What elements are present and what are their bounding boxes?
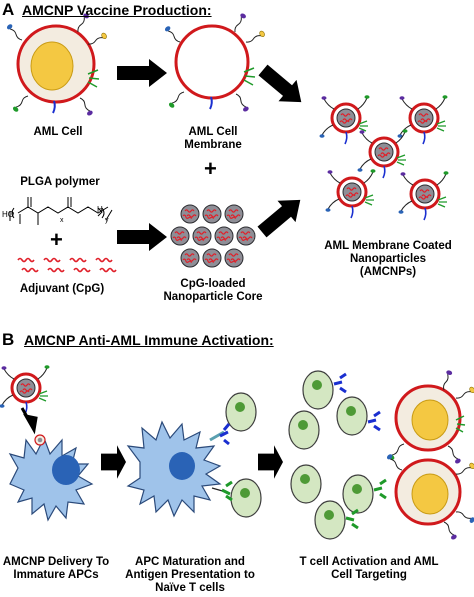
cpg-adjuvant	[17, 257, 117, 273]
panel-b	[0, 365, 474, 541]
apc-mature	[126, 420, 227, 518]
tcr-blue-2	[333, 372, 347, 394]
arrow-cell-to-membrane	[117, 59, 167, 87]
arrow-to-core	[117, 223, 167, 251]
tcr-green-1	[221, 480, 233, 502]
arrow-step-1	[101, 445, 126, 479]
active-tcell-2	[288, 410, 320, 450]
arrow-core-to-amcnp	[253, 189, 310, 243]
active-tcell-1	[302, 370, 334, 410]
nanoparticle-core	[171, 205, 255, 267]
tcr-green-2	[373, 478, 387, 500]
aml-cell	[5, 12, 108, 117]
aml-membrane	[163, 12, 266, 113]
naive-tcell-1	[225, 392, 257, 432]
panel-a-title: AMCNP Vaccine Production:	[22, 2, 212, 18]
panel-a-letter: A	[2, 0, 15, 19]
aml-membrane-label: AML Cell Membrane	[184, 126, 242, 151]
plga-label: PLGA polymer	[20, 176, 100, 188]
adjuvant-label: Adjuvant (CpG)	[19, 283, 105, 295]
panel-b-letter: B	[2, 330, 15, 349]
plga-ho: HO	[2, 210, 14, 219]
plus-top: +	[204, 156, 217, 181]
plga-structure	[9, 197, 113, 225]
amcnp-delivered	[0, 365, 50, 414]
target-aml-cell-2	[385, 452, 474, 541]
plus-left: +	[50, 227, 63, 252]
arrow-step-2	[258, 445, 283, 479]
step1-label: AMCNP Delivery To Immature APCs	[2, 556, 110, 581]
active-tcell-3	[336, 396, 368, 436]
active-tcell-6	[314, 500, 346, 540]
naive-tcell-2	[230, 478, 262, 518]
active-tcell-4	[290, 464, 322, 504]
target-aml-cell-1	[387, 369, 474, 465]
core-label: CpG-loaded Nanoparticle Core	[163, 278, 263, 303]
tcr-green-3	[345, 508, 359, 530]
uptake-arrow	[20, 407, 38, 435]
plga-x: x	[60, 217, 64, 224]
tcr-blue-1	[219, 423, 231, 446]
plga-y: y	[105, 217, 109, 224]
active-tcell-5	[342, 474, 374, 514]
aml-cell-label: AML Cell	[33, 126, 83, 138]
plga-h: H	[97, 205, 103, 214]
amcnp-label: AML Membrane Coated Nanoparticles (AMCNP…	[324, 240, 452, 278]
tcr-blue-3	[367, 410, 381, 432]
apc-immature	[8, 434, 94, 522]
step3-label: T cell Activation and AML Cell Targeting	[299, 556, 439, 581]
panel-b-title: AMCNP Anti-AML Immune Activation:	[24, 332, 274, 348]
step2-label: APC Maturation and Antigen Presentation …	[125, 556, 255, 594]
amcnp-cluster	[320, 95, 449, 220]
arrow-membrane-to-amcnp	[254, 59, 311, 113]
panel-a: HO x y H	[2, 12, 449, 273]
